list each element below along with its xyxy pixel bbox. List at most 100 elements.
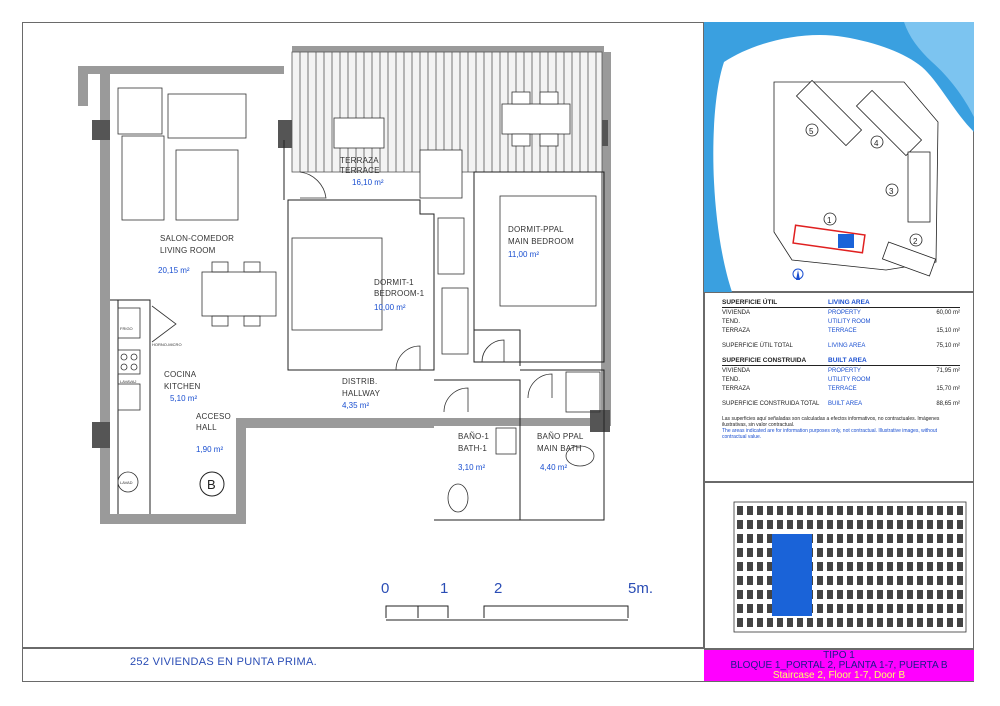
lavavaj-label: LAVAVAJ — [120, 379, 136, 384]
terrace-chair — [419, 149, 463, 199]
unit-location: BLOQUE 1_PORTAL 2, PLANTA 1-7, PUERTA B — [730, 660, 948, 671]
west-wall-top — [78, 66, 88, 106]
window — [817, 590, 823, 599]
window — [837, 618, 843, 627]
window — [737, 520, 743, 529]
window — [797, 506, 803, 515]
dining-chair — [211, 261, 229, 273]
window — [937, 534, 943, 543]
window — [827, 604, 833, 613]
window — [957, 506, 963, 515]
window — [767, 618, 773, 627]
window — [787, 506, 793, 515]
window — [877, 534, 883, 543]
door-bedroom1 — [395, 345, 421, 371]
window — [737, 548, 743, 557]
window — [747, 590, 753, 599]
window — [737, 576, 743, 585]
window — [907, 548, 913, 557]
window — [857, 562, 863, 571]
project-title: 252 VIVIENDAS EN PUNTA PRIMA. — [130, 656, 317, 668]
window — [737, 534, 743, 543]
window — [897, 506, 903, 515]
window — [917, 548, 923, 557]
washbasin-main — [565, 371, 601, 413]
hallway-area: 4,35 m² — [342, 401, 369, 410]
window — [947, 548, 953, 557]
window — [867, 562, 873, 571]
window — [897, 604, 903, 613]
window — [897, 534, 903, 543]
disclaimer-es: Las superficies aquí señaladas son calcu… — [722, 416, 940, 428]
window — [757, 534, 763, 543]
window — [877, 520, 883, 529]
window — [797, 618, 803, 627]
living-label-es: SALON-COMEDOR — [160, 234, 234, 243]
window — [817, 506, 823, 515]
window — [837, 548, 843, 557]
window — [767, 562, 773, 571]
window — [767, 506, 773, 515]
washbasin-bath1 — [495, 427, 517, 455]
window — [957, 618, 963, 627]
block-3 — [907, 151, 931, 223]
window — [927, 548, 933, 557]
window — [817, 520, 823, 529]
window — [907, 618, 913, 627]
window — [757, 604, 763, 613]
window — [747, 520, 753, 529]
window — [847, 520, 853, 529]
window — [807, 618, 813, 627]
window — [837, 590, 843, 599]
window — [757, 520, 763, 529]
window — [887, 562, 893, 571]
hob — [117, 349, 141, 375]
terrace-area: 16,10 m² — [352, 178, 384, 187]
bed-bedroom1 — [291, 237, 383, 331]
living-area: 20,15 m² — [158, 266, 190, 275]
window — [737, 590, 743, 599]
door-terrace — [299, 171, 327, 199]
window — [947, 520, 953, 529]
sofa — [167, 93, 247, 139]
window — [827, 562, 833, 571]
dining-table — [201, 271, 277, 317]
window — [877, 618, 883, 627]
bath1-area: 3,10 m² — [458, 463, 485, 472]
window — [877, 604, 883, 613]
window — [827, 506, 833, 515]
window — [857, 548, 863, 557]
toilet-bath1 — [447, 483, 469, 513]
window — [907, 520, 913, 529]
window — [817, 576, 823, 585]
window — [847, 562, 853, 571]
door-marker — [199, 471, 225, 497]
window — [807, 506, 813, 515]
window — [837, 604, 843, 613]
window — [907, 604, 913, 613]
window — [797, 520, 803, 529]
window — [947, 618, 953, 627]
window — [847, 590, 853, 599]
window — [927, 534, 933, 543]
window — [887, 520, 893, 529]
window — [747, 548, 753, 557]
terrace-label-en: TERRACE — [340, 166, 380, 175]
fridge — [117, 307, 141, 339]
window — [907, 534, 913, 543]
access-label-es: ACCESO — [196, 412, 231, 421]
window — [837, 506, 843, 515]
door-bath1 — [443, 387, 469, 413]
window — [917, 618, 923, 627]
block-number-4: 4 — [874, 139, 879, 148]
column — [92, 422, 110, 448]
terrace-chair — [539, 133, 559, 147]
window — [917, 590, 923, 599]
window — [847, 576, 853, 585]
window — [917, 562, 923, 571]
unit-type-box: TIPO 1 BLOQUE 1_PORTAL 2, PLANTA 1-7, PU… — [704, 650, 974, 681]
kitchen-label-en: KITCHEN — [164, 382, 201, 391]
window — [897, 548, 903, 557]
